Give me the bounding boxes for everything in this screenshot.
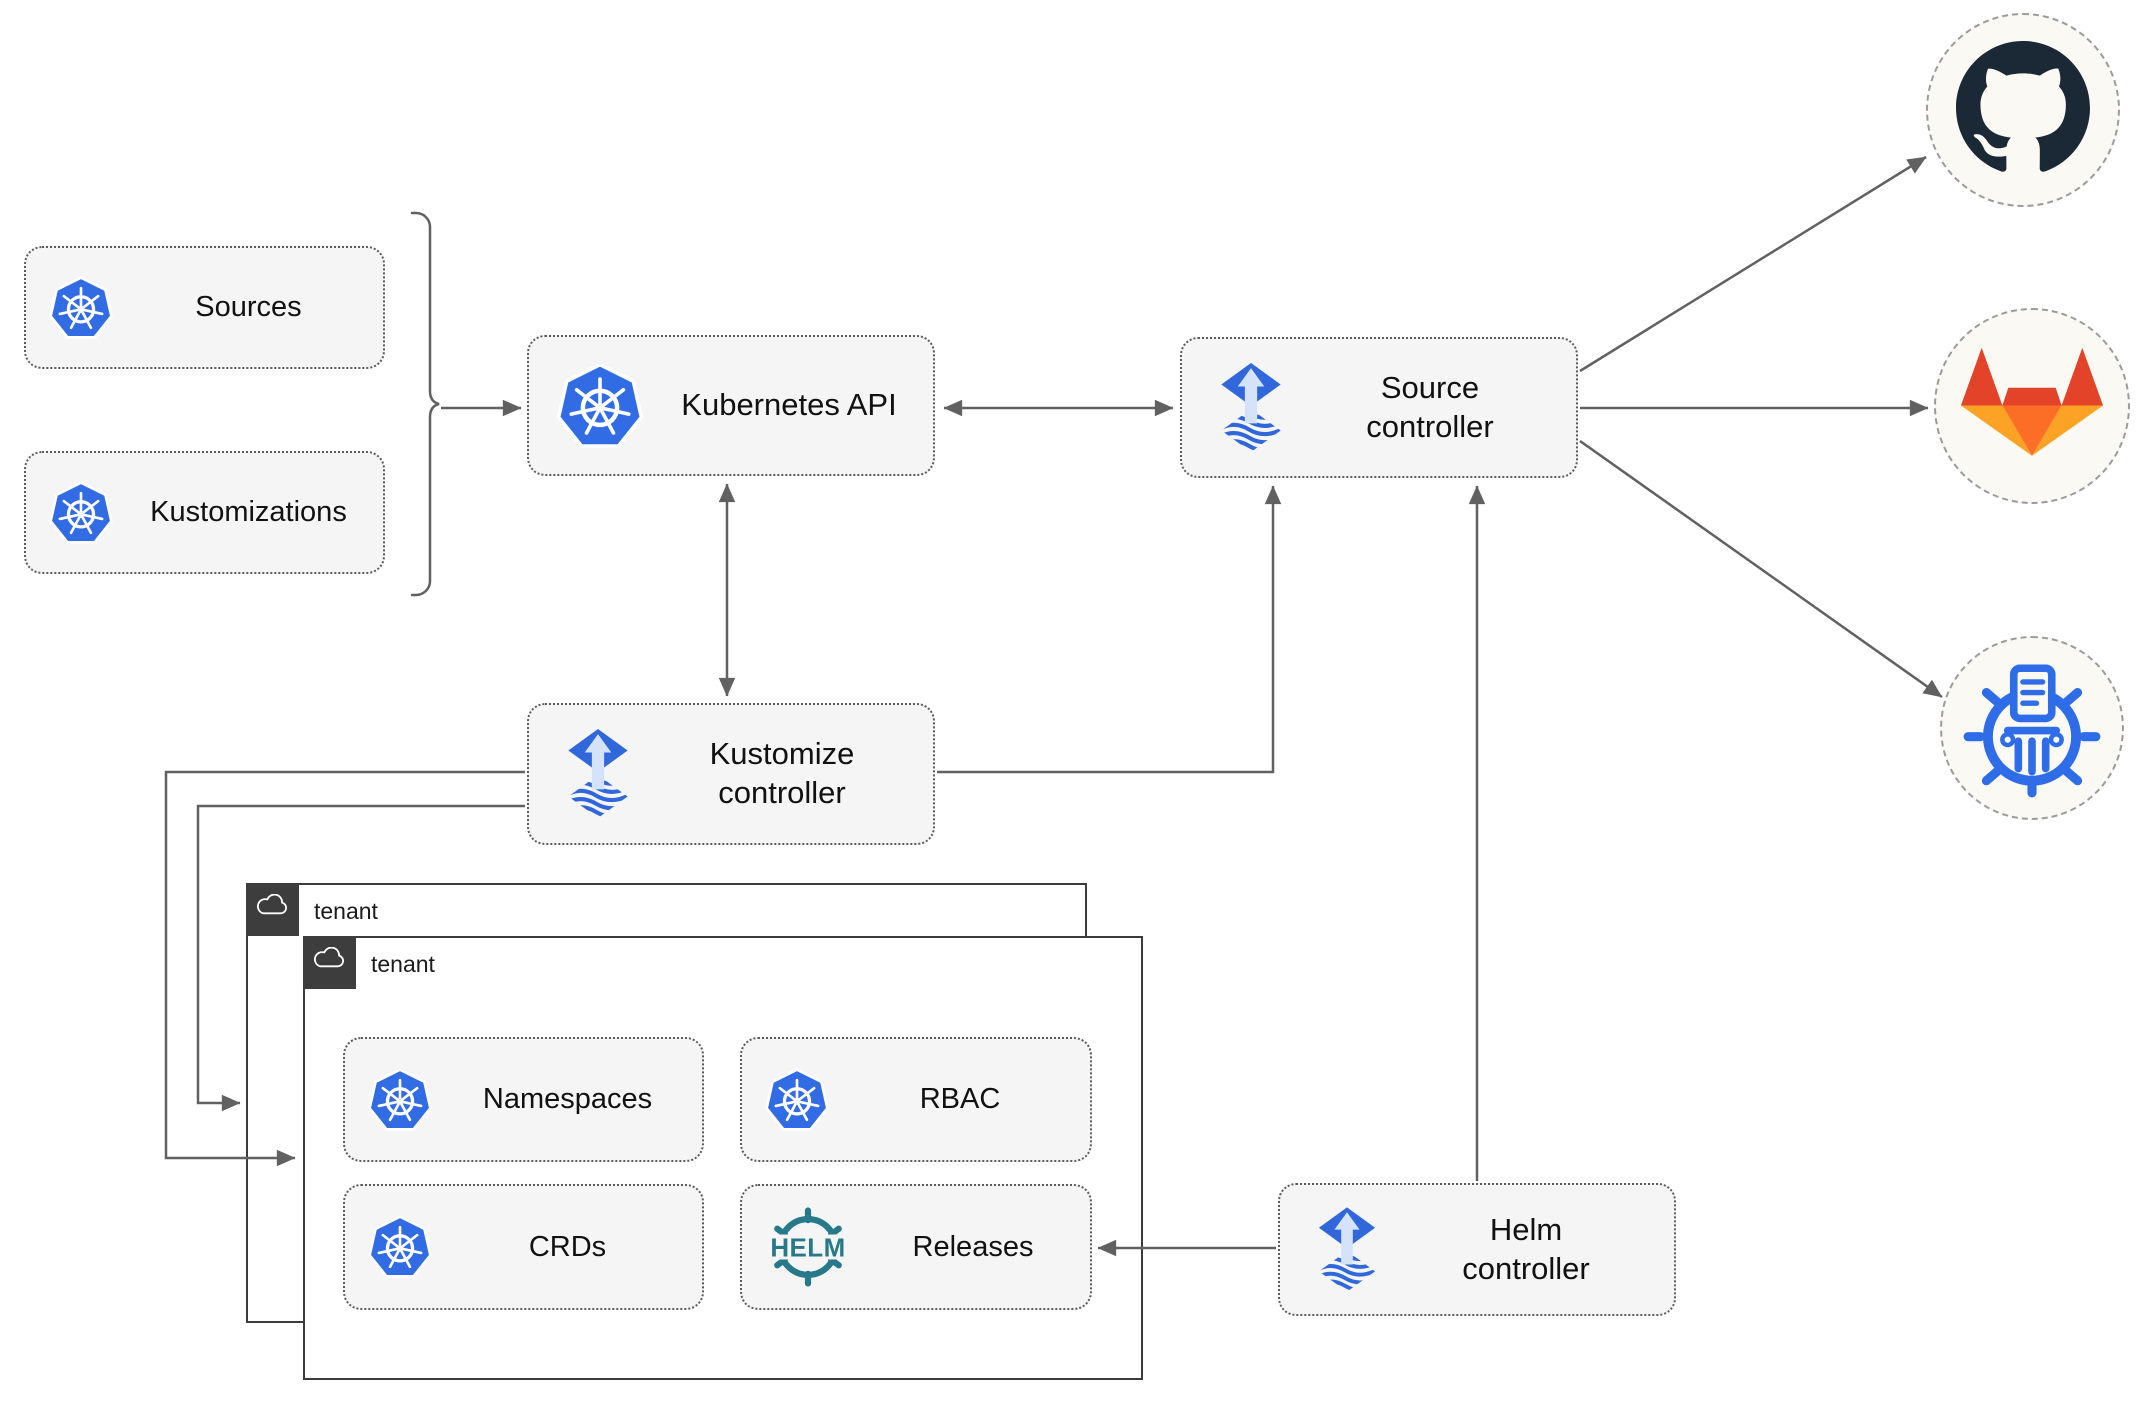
gitlab-icon bbox=[1958, 346, 2106, 467]
sources-label: Sources bbox=[195, 291, 302, 324]
source-controller-line1: Source bbox=[1380, 369, 1480, 405]
helm-logo-icon: HELM bbox=[760, 1199, 856, 1295]
node-namespaces: Namespaces bbox=[343, 1037, 704, 1162]
releases-label: Releases bbox=[912, 1230, 1034, 1263]
arrow-kustomize-to-source-controller bbox=[937, 485, 1282, 774]
github-icon bbox=[1956, 40, 2090, 180]
node-helm-controller: Helm controller bbox=[1278, 1183, 1676, 1316]
kustomize-controller-line2: controller bbox=[718, 775, 846, 810]
outer-tenant-label: tenant bbox=[314, 898, 378, 924]
chartmuseum-icon bbox=[1956, 650, 2108, 807]
kubernetes-icon bbox=[367, 1067, 433, 1133]
github-provider bbox=[1926, 13, 2120, 207]
kustomize-controller-label: Kustomize controller bbox=[631, 735, 933, 813]
flux-icon bbox=[565, 728, 631, 820]
node-kubernetes-api: Kubernetes API bbox=[527, 335, 935, 476]
helm-controller-line1: Helm bbox=[1489, 1211, 1563, 1247]
kubernetes-icon bbox=[764, 1067, 830, 1133]
inner-tenant-group: tenant Namespaces bbox=[302, 935, 1143, 1380]
source-controller-label: Source controller bbox=[1284, 369, 1576, 447]
arrow-source-to-chartmuseum bbox=[1579, 439, 1943, 699]
kubernetes-icon bbox=[555, 361, 645, 451]
node-sources: Sources bbox=[24, 246, 385, 369]
crds-label: CRDs bbox=[528, 1230, 607, 1263]
node-releases: HELM Releases bbox=[740, 1184, 1092, 1310]
gitlab-provider bbox=[1934, 308, 2130, 504]
kustomizations-label: Kustomizations bbox=[150, 496, 347, 529]
cloud-icon bbox=[311, 946, 347, 978]
kustomize-controller-line1: Kustomize bbox=[709, 736, 855, 772]
kubernetes-icon bbox=[48, 480, 114, 546]
helm-controller-label: Helm controller bbox=[1378, 1211, 1674, 1289]
bracket-sources-group bbox=[410, 211, 440, 597]
source-controller-line2: controller bbox=[1366, 408, 1494, 444]
kubernetes-api-label: Kubernetes API bbox=[681, 387, 897, 423]
helm-logo-text: HELM bbox=[770, 1235, 845, 1263]
node-source-controller: Source controller bbox=[1180, 337, 1578, 478]
kubernetes-icon bbox=[48, 275, 114, 341]
chartmuseum-provider bbox=[1940, 636, 2124, 820]
rbac-label: RBAC bbox=[919, 1083, 1001, 1116]
arrow-source-to-github bbox=[1579, 155, 1927, 373]
node-kustomize-controller: Kustomize controller bbox=[527, 703, 935, 845]
namespaces-label: Namespaces bbox=[482, 1083, 653, 1116]
cloud-icon bbox=[254, 893, 290, 925]
outer-tenant-tab bbox=[245, 882, 299, 936]
node-rbac: RBAC bbox=[740, 1037, 1092, 1162]
flux-icon bbox=[1218, 362, 1284, 454]
flux-icon bbox=[1316, 1206, 1378, 1294]
helm-controller-line2: controller bbox=[1462, 1250, 1590, 1286]
inner-tenant-label: tenant bbox=[371, 951, 435, 977]
inner-tenant-tab bbox=[302, 935, 356, 989]
node-crds: CRDs bbox=[343, 1184, 704, 1310]
node-kustomizations: Kustomizations bbox=[24, 451, 385, 574]
kubernetes-icon bbox=[367, 1214, 433, 1280]
